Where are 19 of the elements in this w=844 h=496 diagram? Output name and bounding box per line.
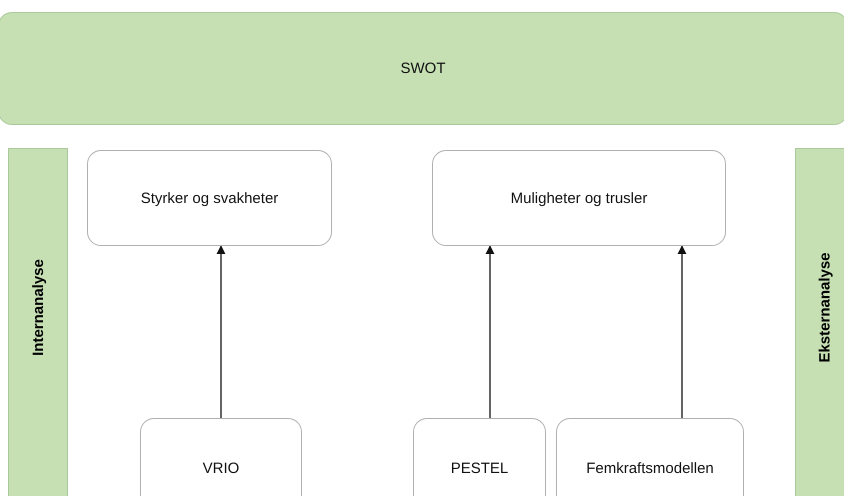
swot-band: [0, 12, 844, 125]
process-box: [87, 150, 332, 246]
side-label: Eksternanalyse: [816, 252, 834, 363]
arrow: [485, 245, 495, 418]
process-box: [432, 150, 726, 246]
node-label: Femkraftsmodellen: [586, 460, 714, 476]
analysis-side-band: [8, 148, 68, 496]
side-label: Internanalyse: [30, 259, 46, 356]
node-label: Muligheter og trusler: [510, 190, 648, 206]
process-box: [556, 418, 744, 496]
node-label: Styrker og svakheter: [140, 190, 278, 206]
node-label: VRIO: [202, 460, 240, 476]
arrow: [216, 245, 226, 418]
process-box: [413, 418, 546, 496]
node-label: PESTEL: [450, 460, 508, 476]
process-box: [140, 418, 302, 496]
arrow: [677, 245, 687, 418]
node-label: SWOT: [400, 60, 446, 77]
analysis-side-band: [795, 148, 844, 496]
